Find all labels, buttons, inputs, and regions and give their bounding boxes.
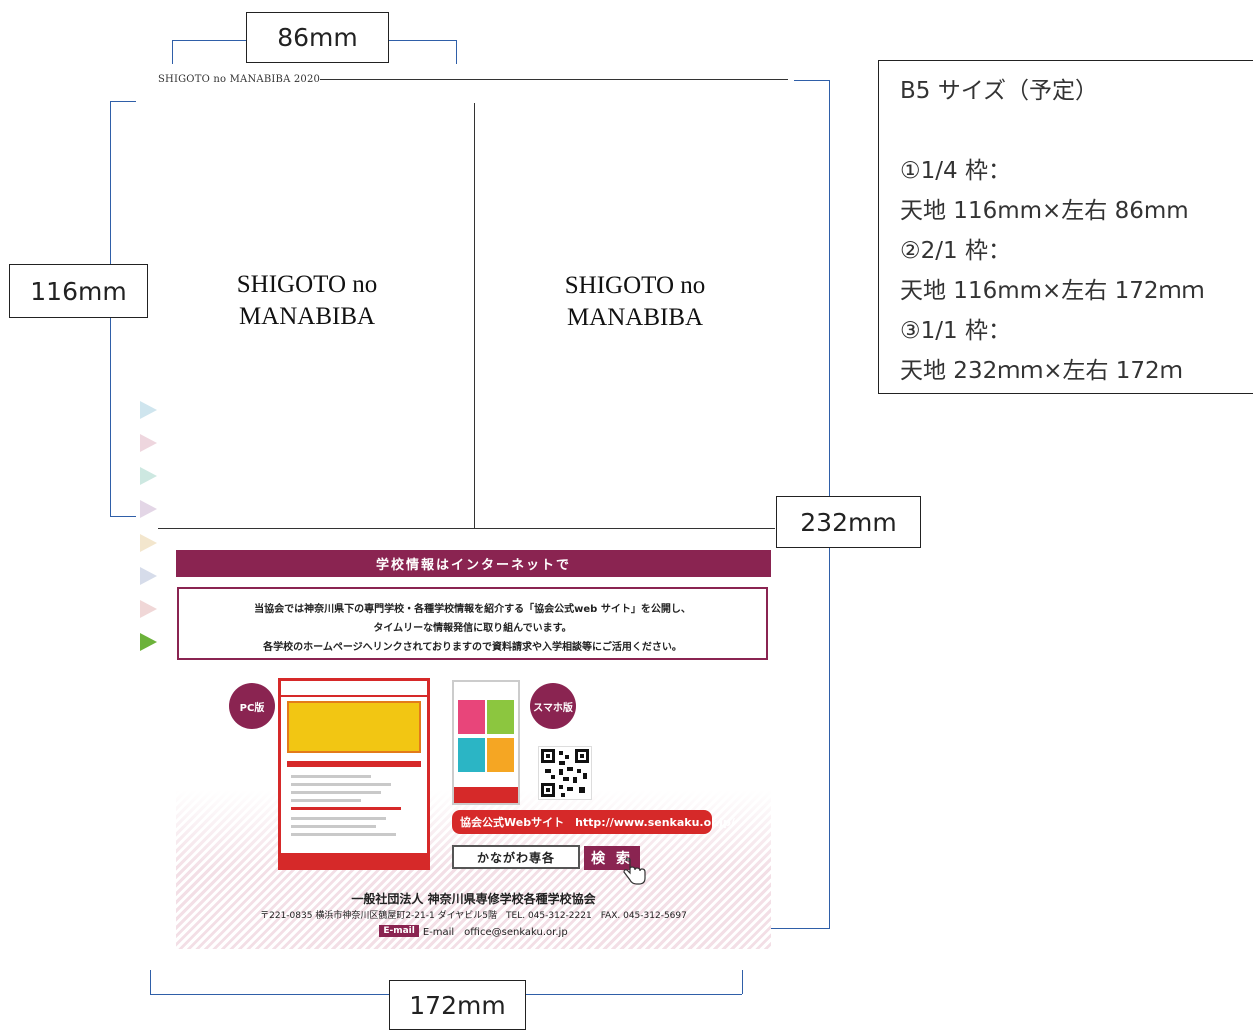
index-triangle-1	[140, 401, 157, 419]
index-triangle-5	[140, 534, 157, 552]
pc-site-row	[291, 783, 391, 786]
pc-site-row	[291, 825, 376, 828]
pc-site-footer	[281, 853, 427, 867]
dim-86-tick-right	[456, 40, 457, 64]
index-triangle-3	[140, 467, 157, 485]
pc-version-bubble: PC版	[229, 683, 275, 729]
dim-172-tick-right	[742, 970, 743, 994]
ad-info-box: 当協会では神奈川県下の専門学校・各種学校情報を紹介する「協会公式web サイト」…	[177, 587, 768, 660]
phone-tile	[458, 738, 485, 772]
pc-site-screenshot	[278, 678, 430, 870]
dim-232-tick-bottom	[771, 928, 830, 929]
dim-116-label: 116mm	[9, 264, 148, 318]
dim-86-label: 86mm	[246, 12, 389, 63]
page-divider-vertical	[474, 103, 475, 528]
phone-footer	[454, 787, 518, 803]
official-site-url: 協会公式Webサイト http://www.senkaku.or.jp/	[452, 810, 735, 834]
spec-line: 天地 116mm×左右 86mm	[900, 198, 1189, 224]
phone-tile	[487, 700, 514, 734]
dim-86-line-right	[388, 40, 457, 41]
index-triangle-8	[140, 633, 157, 651]
search-button: 検 索	[584, 846, 640, 870]
pc-site-row	[291, 775, 371, 778]
dim-232-tick-top	[794, 80, 830, 81]
dim-86-tick-left	[172, 40, 173, 64]
dim-172-tick-left	[150, 970, 151, 994]
placeholder-right-text: SHIGOTO no MANABIBA	[564, 272, 706, 331]
search-term-box: かながわ専各	[452, 845, 580, 869]
spec-line: 天地 116mm×左右 172ｍｍ	[900, 278, 1205, 304]
pc-site-row	[291, 799, 361, 802]
organization-address: 〒221-0835 横浜市神奈川区鶴屋町2-21-1 ダイヤビル5階 TEL. …	[260, 911, 687, 921]
ad-info-line: タイムリーな情報発信に取り組んでいます。	[373, 623, 572, 634]
dim-86-line-left	[172, 40, 247, 41]
email-address: E-mail office@senkaku.or.jp	[422, 927, 568, 938]
placeholder-left-text: SHIGOTO no MANABIBA	[236, 271, 378, 330]
ad-info-line: 各学校のホームページへリンクされておりますので資料請求や入学相談等にご活用くださ…	[263, 642, 682, 653]
pc-site-row	[291, 833, 396, 836]
page-divider-horizontal	[158, 528, 775, 529]
pc-site-hero	[287, 701, 421, 753]
pc-site-redbar	[287, 761, 421, 767]
qr-code-icon	[541, 749, 589, 797]
spec-line: ③1/1 枠：	[900, 318, 1011, 344]
placeholder-left: SHIGOTO no MANABIBA	[196, 269, 418, 333]
organization-name: 一般社団法人 神奈川県専修学校各種学校協会	[351, 892, 596, 906]
dim-172-label: 172mm	[389, 980, 526, 1030]
spec-line: 天地 232ｍｍ×左右 172ｍ	[900, 358, 1183, 384]
pc-site-row	[291, 807, 401, 810]
pc-site-row	[291, 791, 381, 794]
pc-site-row	[291, 817, 386, 820]
placeholder-right: SHIGOTO no MANABIBA	[524, 270, 746, 334]
dim-172-line-right	[525, 994, 742, 995]
phone-tile	[487, 738, 514, 772]
email-tag: E-mail	[379, 924, 419, 937]
email-row: E-mail E-mail office@senkaku.or.jp	[176, 923, 771, 938]
smartphone-version-label: スマホ版	[533, 702, 573, 714]
dim-116-tick-bottom	[110, 516, 136, 517]
qr-code	[538, 746, 592, 800]
smartphone-screenshot	[452, 680, 520, 805]
spec-line: ①1/4 枠：	[900, 158, 1011, 184]
index-triangle-7	[140, 600, 157, 618]
spec-line	[900, 111, 1253, 151]
magazine-header: SHIGOTO no MANABIBA 2020	[158, 74, 321, 85]
index-triangle-6	[140, 567, 157, 585]
dim-116-tick-top	[110, 101, 136, 102]
magazine-header-rule	[320, 79, 788, 80]
ad-banner: 学校情報はインターネットで	[176, 550, 771, 577]
spec-box: B5 サイズ（予定） ①1/4 枠： 天地 116mm×左右 86mm ②2/1…	[878, 60, 1253, 394]
dim-232-label: 232mm	[776, 496, 921, 548]
dim-172-line-left	[150, 994, 390, 995]
spec-line: B5 サイズ（予定）	[900, 78, 1099, 104]
pointer-hand-icon	[623, 858, 646, 885]
phone-tile	[458, 700, 485, 734]
spec-line: ②2/1 枠：	[900, 238, 1011, 264]
association-ad: 学校情報はインターネットで 当協会では神奈川県下の専門学校・各種学校情報を紹介す…	[176, 550, 771, 949]
index-triangle-4	[140, 500, 157, 518]
pc-site-header	[281, 681, 427, 697]
index-triangle-2	[140, 434, 157, 452]
smartphone-version-bubble: スマホ版	[530, 683, 576, 729]
ad-info-line: 当協会では神奈川県下の専門学校・各種学校情報を紹介する「協会公式web サイト」…	[254, 604, 691, 615]
pc-version-label: PC版	[239, 702, 265, 714]
